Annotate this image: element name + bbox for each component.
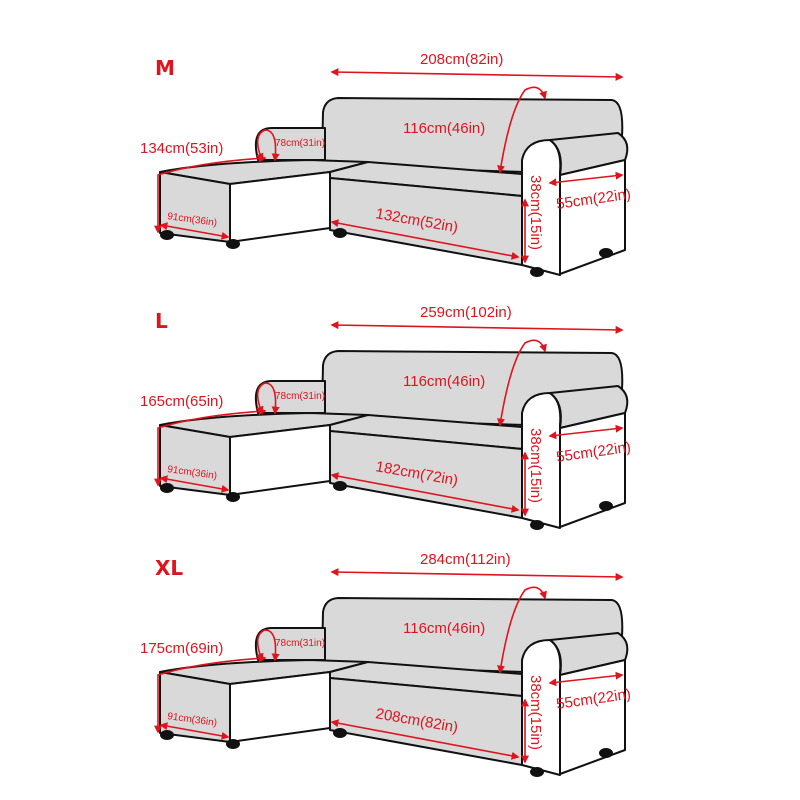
width-arrow — [330, 68, 624, 81]
sofa-foot — [333, 228, 347, 238]
chaise-length-label: 134cm(53in) — [140, 140, 223, 157]
arm-height-label: 38cm(15in) — [527, 428, 544, 503]
sofa-foot — [333, 481, 347, 491]
sofa-foot — [226, 239, 240, 249]
chaise-length-label: 175cm(69in) — [140, 640, 223, 657]
arm-depth-arrow — [548, 671, 624, 687]
seat-width-arrow — [330, 219, 520, 260]
depth-label: 116cm(46in) — [403, 120, 485, 137]
depth-arrow — [497, 339, 547, 427]
size-label: XL — [155, 556, 183, 580]
width-arrow — [330, 321, 624, 334]
chaise-width-arrow — [159, 475, 230, 493]
arm-depth-arrow — [548, 424, 624, 440]
chaise-arm-arrow — [255, 129, 280, 162]
chaise-side — [229, 171, 331, 243]
sofa-foot — [530, 267, 544, 277]
sofa-drawing — [159, 97, 629, 277]
sofa-foot — [160, 730, 174, 740]
chaise-length-arrow — [154, 407, 267, 487]
depth-label: 116cm(46in) — [403, 373, 485, 390]
seat-width-arrow — [330, 719, 520, 760]
chaise-arm-arrow — [255, 629, 280, 662]
chaise-length-arrow — [154, 654, 267, 734]
chaise-length-label: 165cm(65in) — [140, 393, 223, 410]
seat-width-arrow — [330, 472, 520, 513]
chaise-width-arrow — [159, 222, 230, 240]
sofa-diagram: L 259cm(102in) — [140, 304, 632, 530]
chaise-side — [229, 424, 331, 496]
sofa-foot — [599, 748, 613, 758]
width-arrow — [330, 568, 624, 581]
sofa-foot — [333, 728, 347, 738]
right-arm-side — [559, 159, 626, 275]
arm-depth-arrow — [548, 171, 624, 187]
dimension-lines — [154, 321, 624, 517]
chaise-side — [229, 671, 331, 743]
dimension-lines — [154, 568, 624, 764]
total-width-label: 208cm(82in) — [420, 51, 503, 68]
chaise-arm-arrow — [255, 382, 280, 415]
chaise-arm-label: 78cm(31in) — [275, 638, 325, 649]
arm-height-label: 38cm(15in) — [527, 675, 544, 750]
sofa-foot — [599, 501, 613, 511]
sofa-foot — [530, 767, 544, 777]
chaise-width-arrow — [159, 722, 230, 740]
total-width-label: 259cm(102in) — [420, 304, 512, 321]
sofa-diagram: M 208cm(82in) — [140, 51, 632, 277]
size-label: M — [155, 56, 175, 80]
arm-height-label: 38cm(15in) — [527, 175, 544, 250]
sofa-diagram: XL 284cm(112in) — [140, 551, 632, 777]
size-label: L — [155, 309, 168, 333]
dimension-lines — [154, 68, 624, 264]
chaise-arm-label: 78cm(31in) — [275, 138, 325, 149]
right-arm-side — [559, 659, 626, 775]
depth-arrow — [497, 86, 547, 174]
chaise-length-arrow — [154, 154, 267, 234]
total-width-label: 284cm(112in) — [420, 551, 511, 568]
sofa-foot — [530, 520, 544, 530]
sofa-drawing — [159, 350, 629, 530]
chaise-arm-label: 78cm(31in) — [275, 391, 325, 402]
sofa-foot — [599, 248, 613, 258]
sofa-foot — [160, 483, 174, 493]
sofa-foot — [226, 739, 240, 749]
sofa-drawing — [159, 597, 629, 777]
sofa-foot — [160, 230, 174, 240]
right-arm-side — [559, 412, 626, 528]
sofa-foot — [226, 492, 240, 502]
depth-label: 116cm(46in) — [403, 620, 485, 637]
depth-arrow — [497, 586, 547, 674]
